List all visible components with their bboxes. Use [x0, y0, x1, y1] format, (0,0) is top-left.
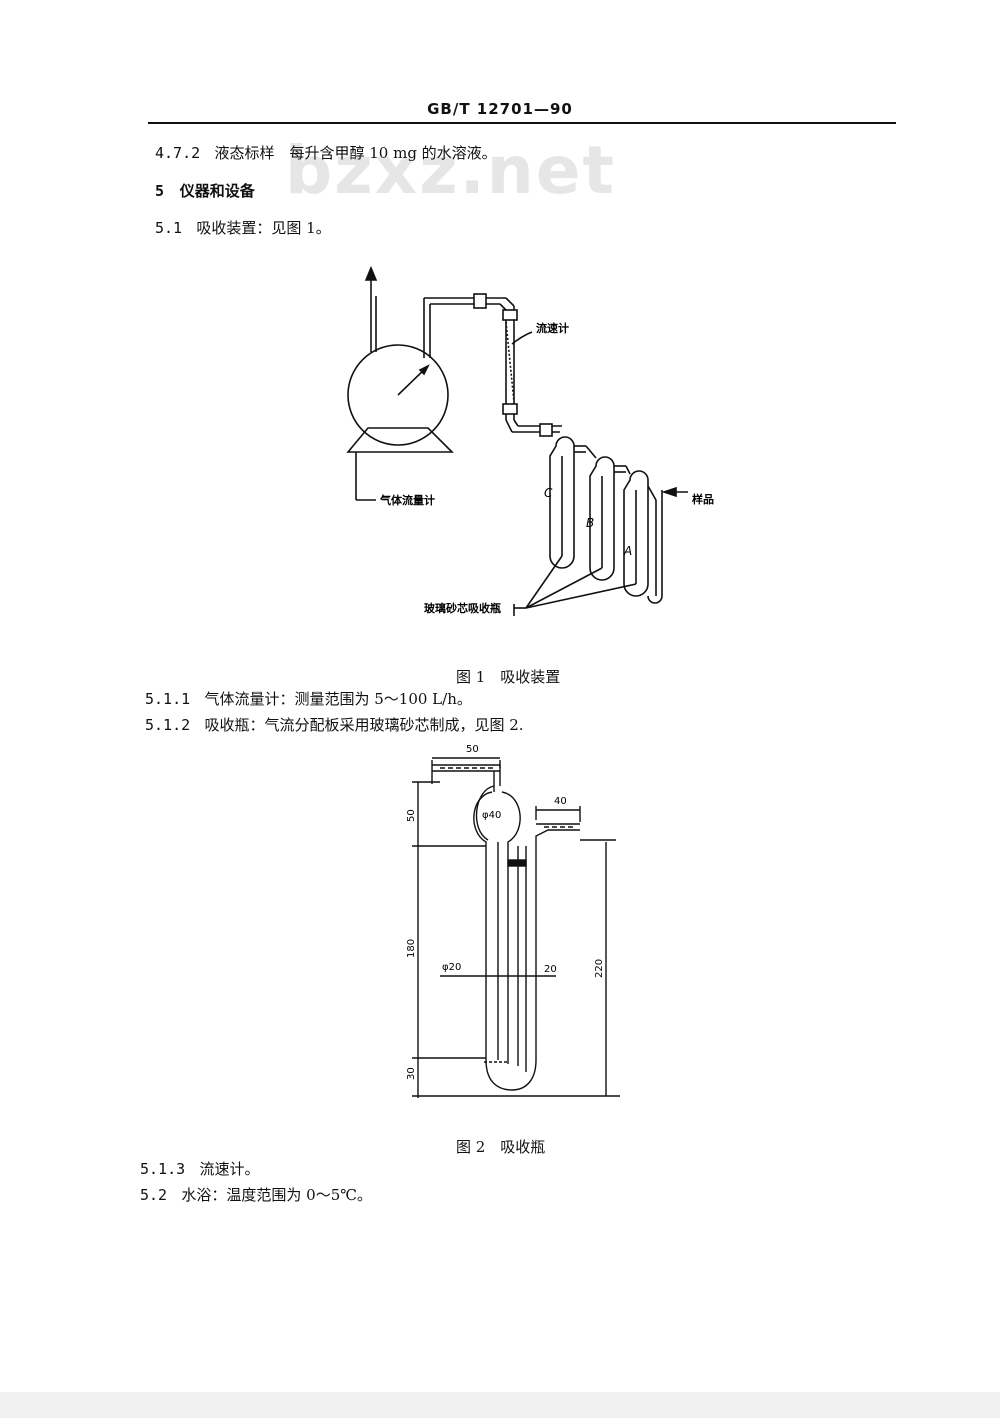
- section-5-heading: 5 仪器和设备: [155, 180, 255, 201]
- paragraph-text: 流速计。: [199, 1160, 260, 1178]
- paragraph-text: 气体流量计：测量范围为 5～100 L/h。: [204, 690, 472, 708]
- sample-arrow-icon: [661, 486, 677, 498]
- dim-bottom-height: 30: [406, 1067, 417, 1080]
- dim-bulb-height: 50: [406, 809, 417, 822]
- figure-2-absorption-bottle: 50 40 φ40 50 180 φ20 20 220 30: [406, 744, 620, 1098]
- paragraph-number: 5.1.3: [140, 1160, 186, 1178]
- paragraph-text: 吸收瓶：气流分配板采用玻璃砂芯制成，见图 2.: [204, 716, 524, 734]
- label-gas-meter: 气体流量计: [379, 493, 435, 507]
- dim-body-height: 180: [406, 939, 417, 958]
- paragraph-5-1-2: 5.1.2 吸收瓶：气流分配板采用玻璃砂芯制成，见图 2.: [145, 714, 524, 735]
- section-number: 5: [155, 182, 165, 200]
- watermark: bzxz.net: [285, 132, 617, 209]
- paragraph-text: 液态标样 每升含甲醇 10 mg 的水溶液。: [214, 144, 497, 162]
- gas-meter-stand: [346, 427, 454, 453]
- dim-bulb-diameter: φ40: [482, 810, 501, 821]
- paragraph-5-2: 5.2 水浴：温度范围为 0～5℃。: [140, 1184, 372, 1205]
- paragraph-number: 5.1.2: [145, 716, 191, 734]
- bottle-drawing: [412, 757, 620, 1098]
- paragraph-5-1-3: 5.1.3 流速计。: [140, 1158, 259, 1179]
- paragraph-number: 5.1.1: [145, 690, 191, 708]
- figure-1-caption: 图 1 吸收装置: [456, 668, 561, 686]
- page-bottom-shade: [0, 1392, 1000, 1418]
- dim-side-tube: 40: [554, 796, 567, 807]
- figure-1-absorption-apparatus: 流速计 气体流量计 样品 玻璃砂芯吸收瓶 C B A: [346, 265, 714, 616]
- paragraph-number: 5.1: [155, 219, 183, 237]
- dim-tube-diameter: φ20: [442, 962, 461, 973]
- section-title: 仪器和设备: [179, 182, 255, 200]
- label-absorption-bottles: 玻璃砂芯吸收瓶: [424, 601, 501, 615]
- apparatus-drawing: [346, 265, 688, 616]
- figure-2-caption: 图 2 吸收瓶: [456, 1138, 546, 1156]
- paragraph-5-1: 5.1 吸收装置：见图 1。: [155, 217, 331, 238]
- label-bottle-a: A: [623, 544, 632, 558]
- label-flow-rate-meter: 流速计: [536, 321, 569, 335]
- standard-code-header: GB/T 12701—90: [427, 100, 573, 118]
- dim-side-diameter: 20: [544, 964, 557, 975]
- paragraph-5-1-1: 5.1.1 气体流量计：测量范围为 5～100 L/h。: [145, 688, 472, 709]
- paragraph-text: 吸收装置：见图 1。: [196, 219, 331, 237]
- gas-meter-dial: [347, 344, 449, 446]
- label-sample: 样品: [692, 492, 714, 506]
- header-rule: [148, 122, 896, 124]
- label-bottle-b: B: [586, 516, 594, 530]
- paragraph-number: 4.7.2: [155, 144, 201, 162]
- dim-total-height: 220: [594, 959, 605, 978]
- paragraph-text: 水浴：温度范围为 0～5℃。: [181, 1186, 373, 1204]
- dim-top-width: 50: [466, 744, 479, 755]
- paragraph-number: 5.2: [140, 1186, 168, 1204]
- exhaust-arrow-icon: [364, 265, 378, 281]
- label-bottle-c: C: [544, 486, 553, 500]
- paragraph-4-7-2: 4.7.2 液态标样 每升含甲醇 10 mg 的水溶液。: [155, 142, 497, 163]
